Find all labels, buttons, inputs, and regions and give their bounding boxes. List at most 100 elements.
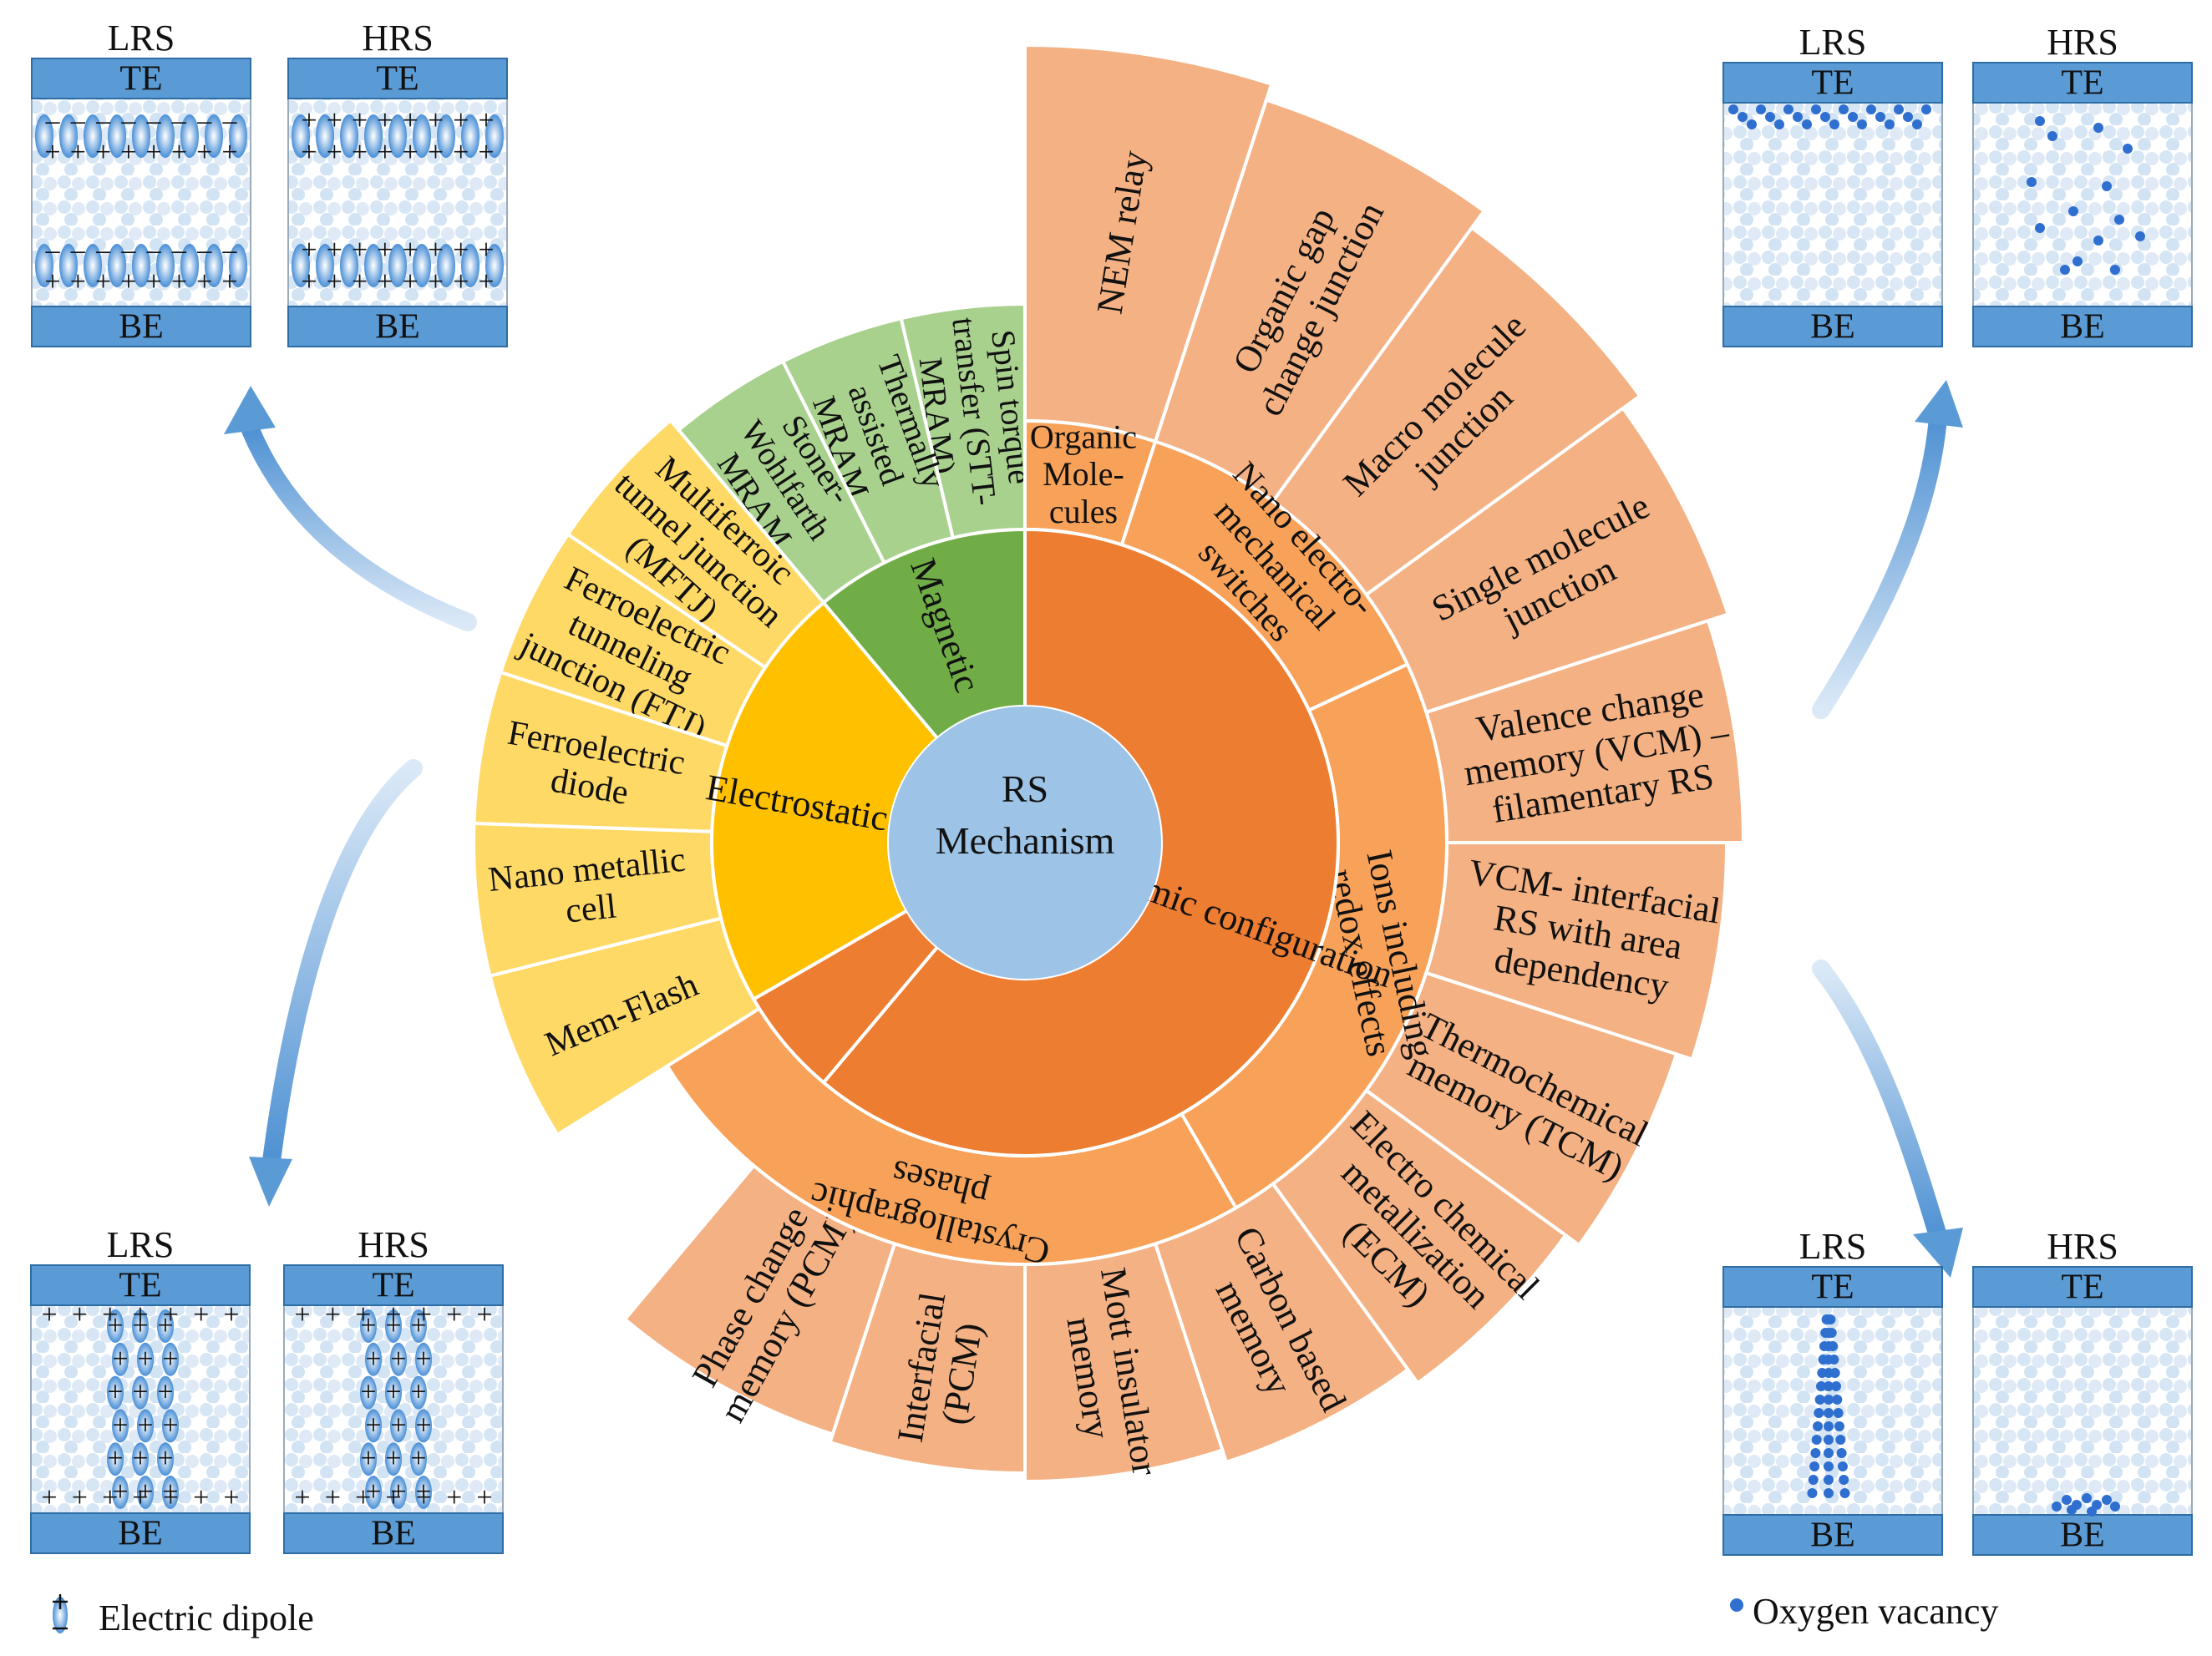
charge-sign: + — [453, 235, 469, 266]
vacancy-dot — [2102, 181, 2112, 191]
panel-top-right-lrs-top-electrode-label: TE — [1811, 63, 1854, 102]
charge-sign: + — [428, 235, 444, 266]
dipole-shape — [292, 244, 310, 287]
charge-sign: + — [162, 1410, 178, 1441]
charge-sign: – — [120, 235, 136, 266]
charge-sign: + — [478, 266, 494, 297]
charge-sign: + — [352, 105, 368, 136]
charge-sign: + — [416, 1482, 432, 1513]
vacancy-dot — [1774, 119, 1784, 129]
charge-sign: + — [403, 266, 419, 297]
charge-sign: + — [403, 105, 419, 136]
charge-sign: + — [415, 1344, 431, 1375]
vacancy-dot — [1824, 1488, 1834, 1498]
charge-sign: + — [385, 1443, 401, 1474]
charge-sign: + — [385, 1299, 401, 1330]
dipole-shape — [107, 1309, 124, 1343]
charge-sign: + — [415, 1476, 431, 1507]
charge-sign: + — [44, 137, 60, 168]
vacancy-dot — [2102, 1495, 2112, 1505]
dipole-shape — [132, 114, 150, 158]
charge-sign: + — [453, 266, 469, 297]
dipole-shape — [205, 244, 223, 287]
panel-top-right-hrs-state-label: HRS — [2047, 22, 2118, 63]
charge-sign: + — [390, 1476, 406, 1507]
dipole-shape — [108, 244, 126, 287]
dipole-shape — [205, 114, 223, 158]
charge-sign: + — [301, 266, 317, 297]
panel-bottom-right-lrs-bottom-electrode — [1722, 1514, 1943, 1556]
vacancy-dot — [2123, 144, 2133, 154]
charge-sign: + — [446, 1299, 462, 1330]
dipole-shape — [437, 114, 455, 158]
charge-sign: + — [132, 1377, 148, 1408]
dipole-shape — [157, 1375, 174, 1410]
panel-bottom-left-hrs-top-electrode-label: TE — [372, 1266, 414, 1304]
dipole-shape — [137, 1409, 154, 1443]
vacancy-dot — [2114, 215, 2124, 225]
charge-sign: + — [385, 1310, 401, 1341]
charge-sign: + — [112, 1410, 128, 1441]
dipole-shape — [132, 1442, 149, 1476]
vacancy-legend-label: Oxygen vacancy — [1753, 1591, 1998, 1632]
dipole-shape — [360, 1442, 377, 1476]
charge-sign: + — [327, 266, 342, 297]
charge-sign: – — [95, 235, 111, 266]
dipole-shape — [180, 114, 199, 158]
charge-sign: + — [360, 1310, 376, 1341]
dipole-shape — [390, 1342, 407, 1376]
vacancy-dot — [2093, 123, 2103, 133]
dipole-shape — [388, 114, 407, 158]
charge-sign: + — [72, 1482, 88, 1513]
dipole-shape — [107, 1375, 124, 1410]
vacancy-dot — [1747, 119, 1757, 129]
charge-sign: + — [415, 1410, 431, 1441]
panel-top-left-hrs-bottom-electrode-label: BE — [375, 307, 420, 346]
arrows — [224, 380, 1963, 1278]
dipole-shape — [413, 114, 431, 158]
vacancy-dot — [2087, 1507, 2097, 1517]
charge-sign: + — [196, 137, 212, 168]
vacancy-dot — [2072, 256, 2083, 266]
vacancy-dot — [2110, 265, 2120, 275]
vacancy-dot — [1765, 112, 1775, 122]
center-title-line-2: Mechanism — [936, 819, 1115, 862]
charge-sign: + — [428, 137, 444, 168]
charge-sign: + — [403, 235, 419, 266]
charge-sign: + — [377, 137, 393, 168]
charge-sign: – — [120, 105, 136, 136]
vacancy-dot — [1831, 1381, 1841, 1391]
charge-sign: + — [385, 1482, 401, 1513]
vacancy-dot — [1829, 119, 1839, 129]
vacancy-dot — [1824, 1475, 1834, 1485]
vacancy-dot — [2062, 1495, 2072, 1505]
mid-label-organic-line-2: Mole- — [1043, 455, 1124, 493]
vacancy-dot — [1857, 119, 1867, 129]
dipole-shape — [340, 114, 358, 158]
charge-sign: + — [410, 1443, 426, 1474]
charge-sign: + — [171, 137, 187, 168]
panel-bottom-left-hrs-state-label: HRS — [358, 1224, 429, 1265]
charge-sign: + — [146, 266, 162, 297]
panel-top-right-hrs-top-electrode — [1972, 62, 2193, 104]
panel-bottom-right-hrs-top-electrode — [1972, 1266, 2193, 1308]
charge-sign: + — [478, 235, 494, 266]
panel-bottom-right-hrs-state-label: HRS — [2047, 1226, 2118, 1267]
charge-sign: + — [223, 1482, 239, 1513]
charge-sign: – — [45, 235, 61, 266]
charge-sign: + — [377, 235, 393, 266]
panel-bottom-left-lrs-state-label: LRS — [107, 1224, 175, 1265]
charge-sign: + — [352, 137, 368, 168]
charge-sign: + — [223, 1299, 239, 1330]
panel-bottom-left-lrs-bottom-electrode — [30, 1512, 251, 1554]
vacancy-dot — [1839, 104, 1849, 114]
dipole-shape — [485, 244, 504, 287]
dipole-shape — [292, 114, 310, 158]
vacancy-dot — [2035, 223, 2045, 233]
charge-sign: + — [446, 1482, 462, 1513]
vacancy-dot — [1834, 1421, 1844, 1431]
